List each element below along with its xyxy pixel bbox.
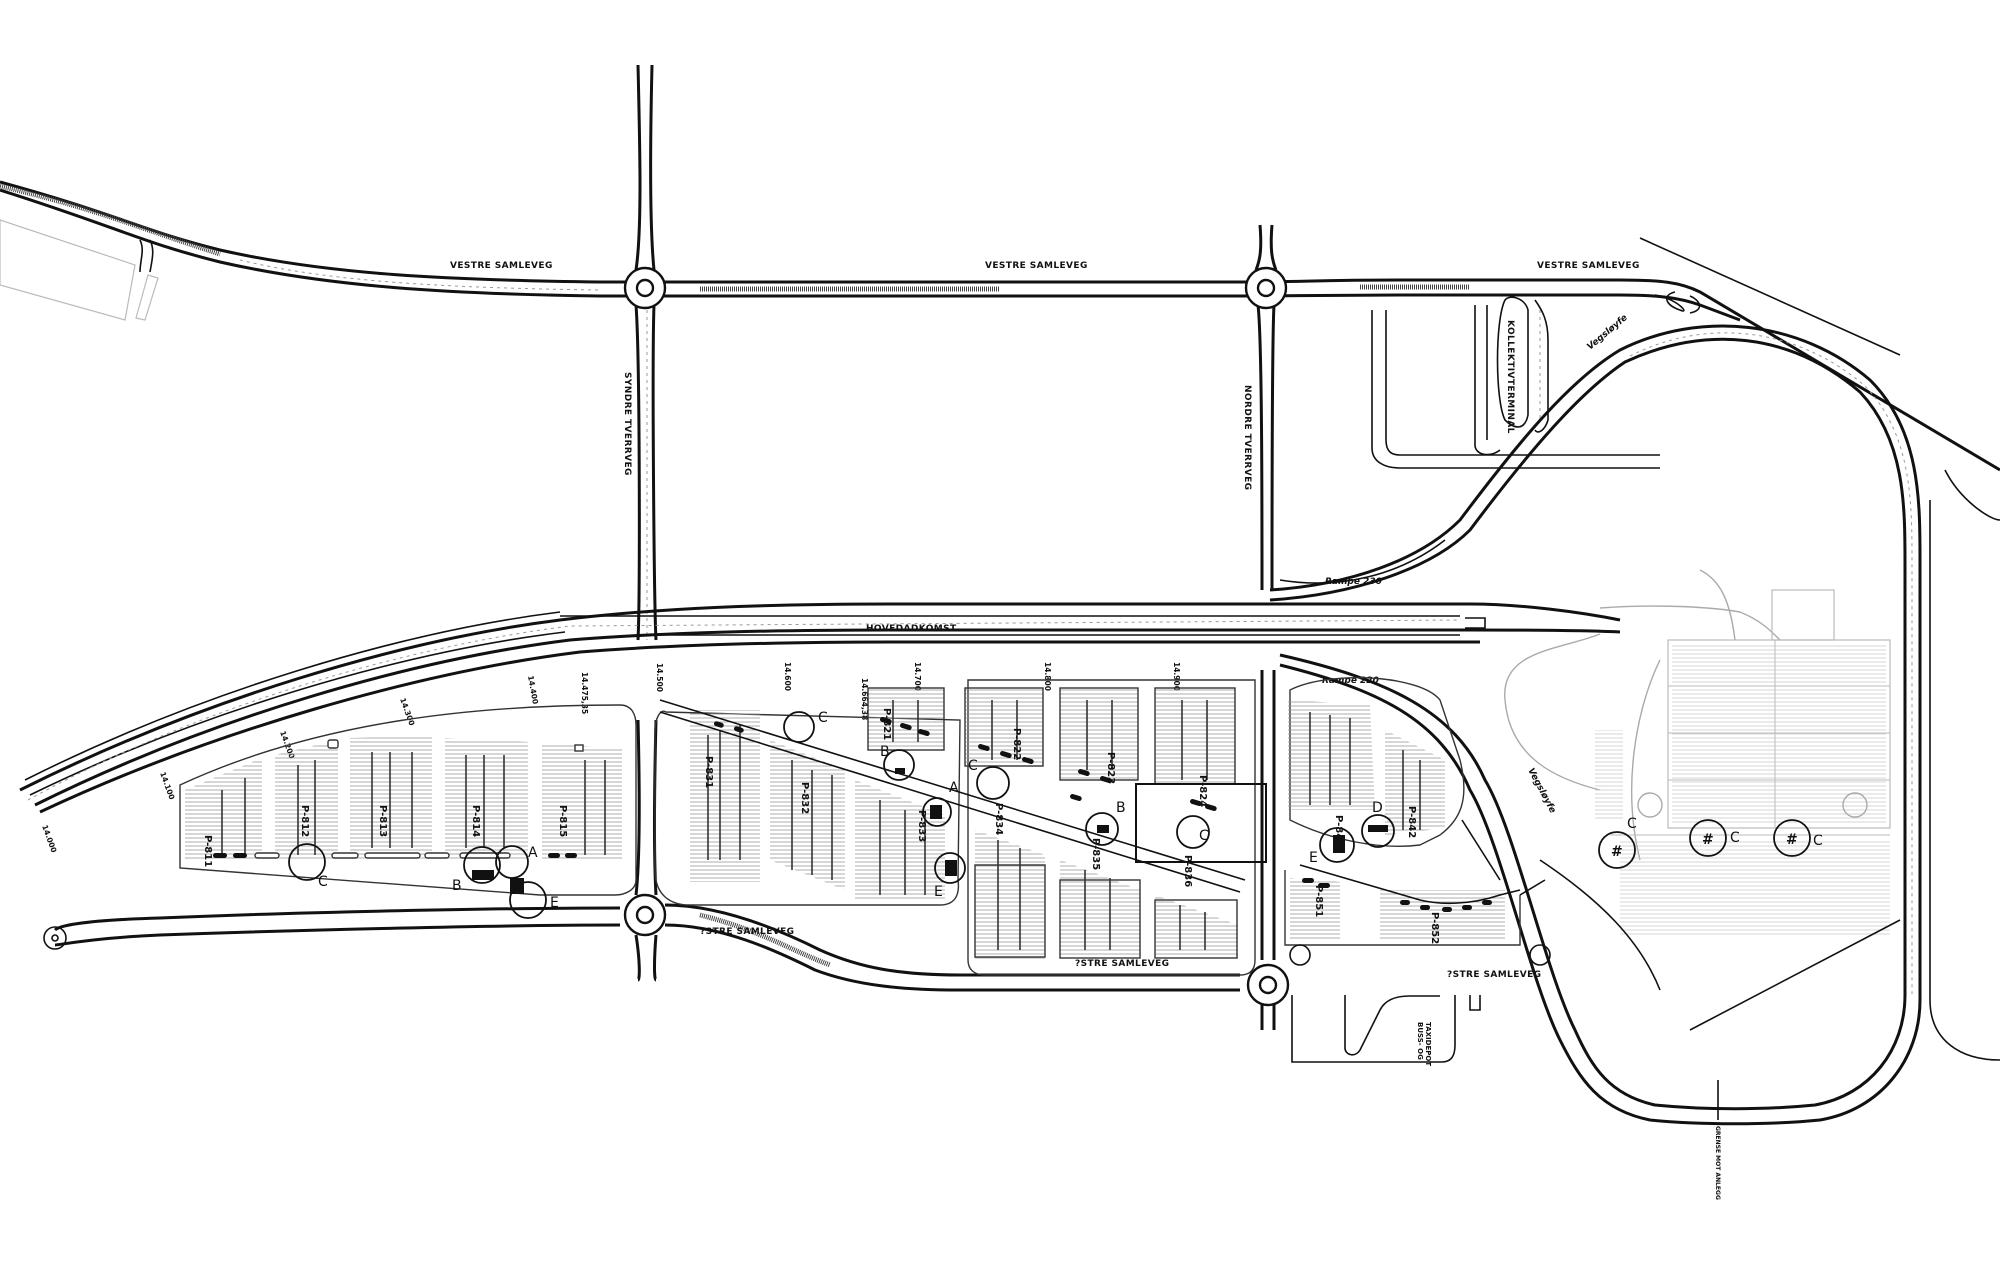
grid-markers: [1598, 819, 1811, 869]
detail-marker-b-central-2: B: [1116, 800, 1126, 816]
detail-marker-e-east: E: [1309, 850, 1318, 866]
svg-text:14.600: 14.600: [783, 662, 792, 691]
ostre-samleveg-label-1: ?STRE SAMLEVEG: [700, 927, 794, 937]
hovedadkomst-road: [19, 602, 1621, 814]
boundary-lines: [1539, 859, 1901, 1120]
lot-label-p823: P-823: [1105, 752, 1116, 784]
svg-text:14.664,38: 14.664,38: [860, 678, 869, 720]
lot-label-p815: P-815: [557, 805, 568, 837]
lot-label-p831: P-831: [703, 756, 714, 788]
grid-marker-1: #: [1611, 844, 1623, 860]
detail-marker-c-central-3: C: [1199, 828, 1209, 844]
lot-label-p833: P-833: [916, 810, 927, 842]
lot-label-p832: P-832: [799, 782, 810, 814]
grid-marker-2: #: [1702, 832, 1714, 848]
svg-text:14.400: 14.400: [526, 675, 540, 705]
kollektivterminal-label: KOLLEKTIVTERMINAL: [1505, 320, 1515, 434]
lot-label-p835: P-835: [1090, 838, 1101, 870]
lot-label-p812: P-812: [299, 805, 310, 837]
vegsloyfe-loop: [1269, 324, 2000, 1126]
lot-label-p841: P-841: [1333, 815, 1344, 847]
detail-marker-b-west: B: [452, 878, 462, 894]
hovedadkomst-label: HOVEDADKOMST: [866, 624, 957, 634]
buss-depot-label-2: TAXIDEPOT: [1424, 1022, 1432, 1066]
lot-label-p842: P-842: [1406, 806, 1417, 838]
rampe-230-label: Rampe 230: [1325, 577, 1382, 587]
nordre-tverrveg-label: NORDRE TVERRVEG: [1242, 385, 1252, 490]
nordre-tverrveg-road: [1254, 224, 1278, 1030]
detail-marker-b-central-1: B: [880, 744, 890, 760]
detail-markers-central: [783, 711, 1210, 884]
detail-marker-e-west: E: [550, 895, 559, 911]
svg-text:14.700: 14.700: [913, 662, 922, 691]
detail-marker-c-central-1: C: [818, 710, 828, 726]
detail-marker-c-e3: C: [1813, 833, 1823, 849]
rampe-220-label: Rampe 220: [1322, 676, 1379, 686]
lot-label-p821: P-821: [881, 708, 892, 740]
lot-label-p851: P-851: [1313, 885, 1324, 917]
detail-marker-c-central-2: C: [968, 758, 978, 774]
detail-marker-c-west: C: [318, 874, 328, 890]
roundabouts: [623, 266, 1290, 1007]
buss-depot-label-1: BUSS- OG: [1416, 1022, 1424, 1060]
parking-area-central: [654, 679, 1256, 976]
south-service-road: [43, 903, 1240, 992]
svg-text:14.500: 14.500: [655, 663, 664, 692]
parking-area-east: [1284, 677, 1551, 1063]
detail-marker-e-central: E: [934, 884, 943, 900]
detail-markers-east: [1319, 814, 1395, 863]
svg-text:14.900: 14.900: [1172, 662, 1181, 691]
lot-label-p811: P-811: [202, 835, 213, 867]
lot-label-p836: P-836: [1182, 855, 1193, 887]
vestre-samleveg-label-1: VESTRE SAMLEVEG: [450, 261, 553, 271]
kollektivterminal-area: [1371, 296, 1660, 469]
vegsloyfe-label-south: Vegsløyfe: [1525, 767, 1557, 815]
vestre-samleveg-label-2: VESTRE SAMLEVEG: [985, 261, 1088, 271]
lot-label-p822: P-822: [1011, 728, 1022, 760]
detail-marker-d-east: D: [1372, 800, 1383, 816]
parking-area-west: [179, 704, 637, 896]
highlight-frame: [1135, 783, 1267, 863]
svg-text:14.475,35: 14.475,35: [580, 672, 589, 714]
existing-parking-east: [1504, 569, 1891, 935]
lot-label-p824: P-824: [1197, 775, 1208, 807]
vegsloyfe-label-north: Vegsløyfe: [1586, 313, 1630, 352]
lot-label-p813: P-813: [377, 805, 388, 837]
vestre-samleveg-label-3: VESTRE SAMLEVEG: [1537, 261, 1640, 271]
svg-text:14.100: 14.100: [158, 771, 176, 801]
svg-text:14.300: 14.300: [398, 697, 416, 727]
sondre-tverrveg-road: [634, 64, 658, 982]
ostre-samleveg-label-2: ?STRE SAMLEVEG: [1075, 959, 1169, 969]
lot-label-p834: P-834: [993, 803, 1004, 835]
ostre-samleveg-label-3: ?STRE SAMLEVEG: [1447, 970, 1541, 980]
lot-label-p814: P-814: [470, 805, 481, 837]
left-property-outline: [0, 219, 159, 321]
detail-marker-c-e2: C: [1730, 830, 1740, 846]
detail-marker-a-central: A: [949, 780, 959, 796]
sondre-tverrveg-label: SYNDRE TVERRVEG: [622, 372, 632, 476]
vestre-samleveg-road: [0, 180, 2000, 472]
svg-text:14.000: 14.000: [40, 824, 58, 854]
grid-marker-3: #: [1786, 832, 1798, 848]
detail-marker-c-e1: C: [1627, 816, 1637, 832]
grense-label: GRENSE MOT ANLEGG: [1714, 1126, 1721, 1200]
detail-marker-a-west: A: [528, 845, 538, 861]
svg-text:14.800: 14.800: [1043, 662, 1052, 691]
detail-markers-west: [288, 843, 547, 919]
lot-label-p852: P-852: [1429, 912, 1440, 944]
